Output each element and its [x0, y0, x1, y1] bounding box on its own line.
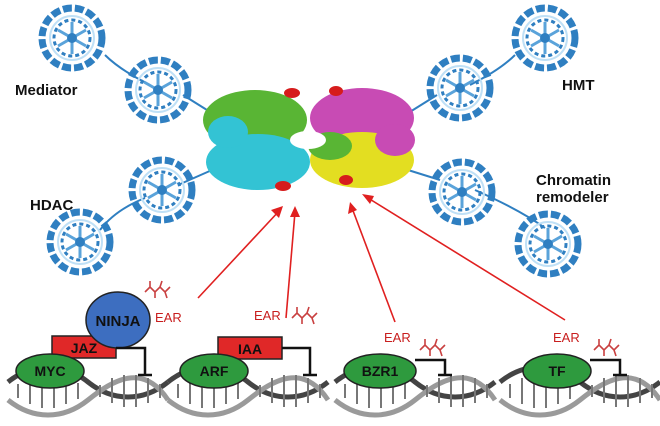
repression-bar-2 — [282, 346, 317, 377]
hdac-ring-bottom — [50, 212, 110, 272]
complex-tf: TF EAR — [522, 330, 627, 389]
arrowhead-1 — [271, 206, 283, 218]
jaz-label: JAZ — [71, 340, 98, 356]
repression-bar-3 — [415, 358, 452, 377]
tf-label: TF — [548, 363, 566, 379]
hmt-ring-top — [515, 8, 575, 68]
hmt-ring-bottom — [430, 58, 490, 118]
complex-arf: IAA ARF EAR — [179, 306, 318, 389]
ear-motif-3 — [419, 338, 446, 357]
ear-motif-1 — [144, 280, 171, 299]
ear-arrows — [197, 194, 566, 323]
ear-label-3: EAR — [384, 330, 411, 345]
arrowhead-3 — [348, 202, 357, 214]
ear-motif-2 — [291, 306, 318, 325]
chromatin-ring-bottom — [518, 214, 578, 274]
ninja-label: NINJA — [95, 313, 140, 330]
chromatin-ring-top — [432, 162, 492, 222]
myc-ellipse — [15, 353, 85, 389]
hdac-label: HDAC — [30, 197, 73, 214]
bzr1-ellipse — [343, 353, 417, 389]
hdac-ring-top — [132, 160, 192, 220]
arrowhead-4 — [362, 194, 374, 204]
tf-ellipse — [522, 353, 592, 389]
mediator-ring-bottom — [128, 60, 188, 120]
iaa-label: IAA — [238, 341, 262, 357]
ear-label-4: EAR — [553, 330, 580, 345]
complex-bzr1: BZR1 EAR — [343, 330, 452, 389]
mediator-ring-top — [42, 8, 102, 68]
hmt-label: HMT — [562, 77, 595, 94]
ear-label-2: EAR — [254, 308, 281, 323]
arf-label: ARF — [200, 363, 229, 379]
complex-myc: JAZ NINJA MYC EAR — [15, 280, 182, 389]
bzr1-label: BZR1 — [362, 363, 399, 379]
arf-ellipse — [179, 353, 249, 389]
mediator-label: Mediator — [15, 82, 78, 99]
arrowhead-2 — [290, 206, 300, 217]
ear-label-1: EAR — [155, 310, 182, 325]
chromatin-label-line2: remodeler — [536, 189, 609, 206]
myc-label: MYC — [34, 363, 65, 379]
link-hmt — [469, 54, 516, 86]
ear-motif-4 — [593, 338, 620, 357]
tpl-tetramer — [203, 86, 415, 191]
repression-bar-1 — [116, 346, 152, 377]
chromatin-label-line1: Chromatin — [536, 172, 611, 189]
repression-bar-4 — [590, 358, 627, 377]
